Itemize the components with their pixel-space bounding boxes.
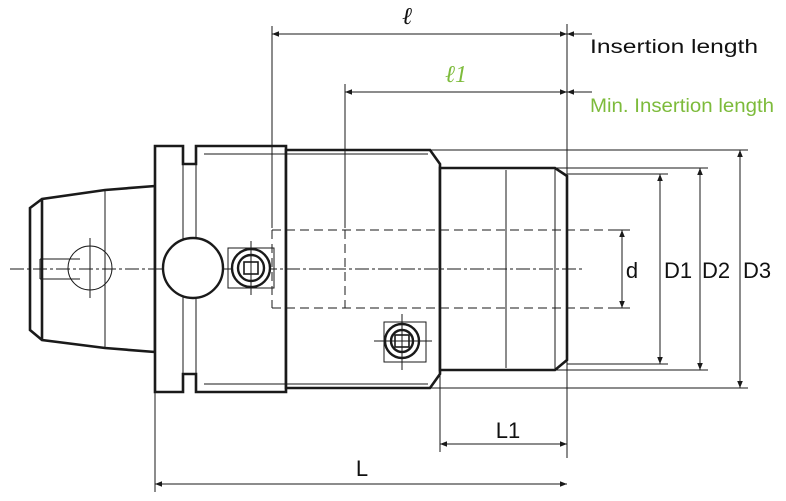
- hidden-bore: [271, 229, 612, 309]
- adjust-screw: [374, 314, 432, 370]
- drive-hole: [39, 238, 113, 298]
- label-insertion-length: Insertion length: [590, 37, 758, 58]
- side-screw: [227, 241, 275, 295]
- label-l1: ℓ1: [445, 62, 467, 88]
- label-L: L: [356, 456, 368, 481]
- label-D3: D3: [743, 258, 771, 283]
- label-min-insertion-length: Min. Insertion length: [590, 96, 774, 117]
- label-l: ℓ: [402, 4, 412, 30]
- label-D2: D2: [702, 258, 730, 283]
- extension-lines: [154, 24, 748, 492]
- label-L1: L1: [496, 418, 520, 443]
- label-D1: D1: [664, 258, 692, 283]
- flange-ball: [161, 236, 225, 300]
- label-d: d: [626, 258, 638, 283]
